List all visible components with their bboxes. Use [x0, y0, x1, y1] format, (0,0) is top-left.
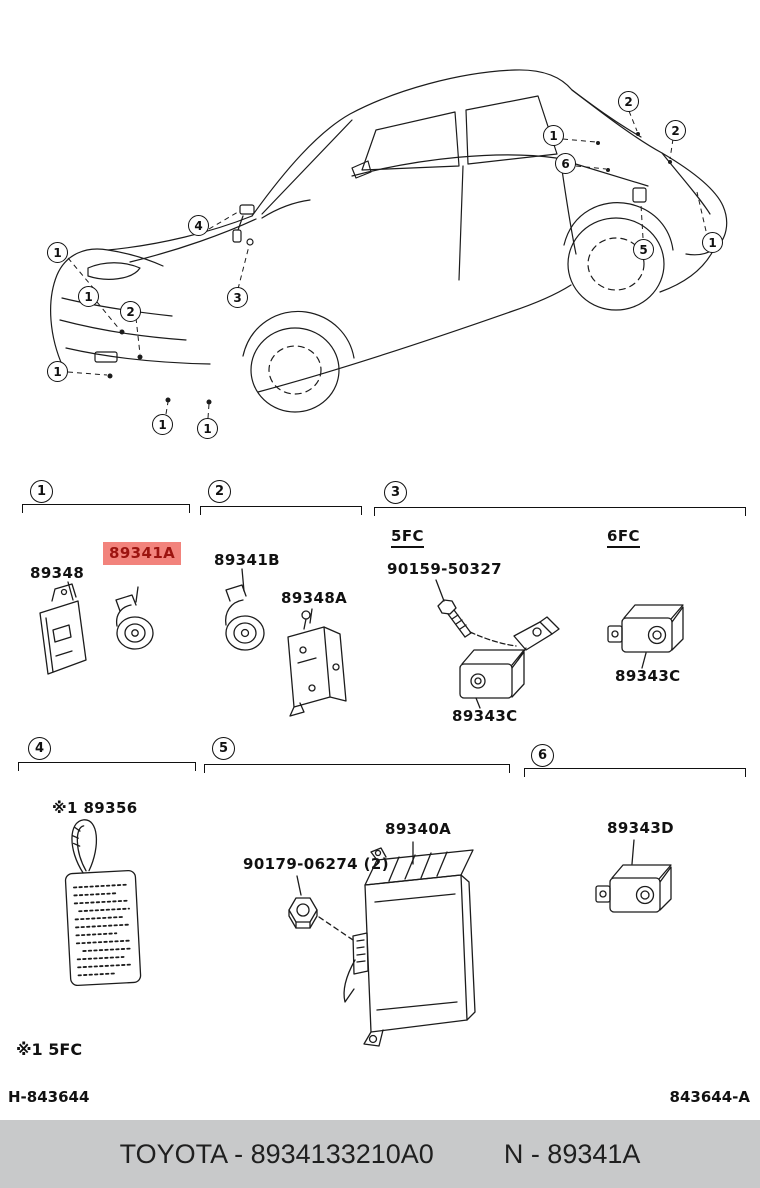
part-label-89340A[interactable]: 89340A	[385, 820, 452, 838]
car-callout-6: 6	[555, 153, 576, 174]
car-callout-1g: 1	[702, 232, 723, 253]
section-callout-2: 2	[208, 480, 231, 503]
car-callout-4: 4	[188, 215, 209, 236]
vehicle-illustration	[50, 69, 728, 419]
part-label-89341B[interactable]: 89341B	[214, 551, 281, 569]
part-label-89356[interactable]: ※1 89356	[52, 799, 138, 817]
car-callout-1b: 1	[78, 286, 99, 307]
part-label-89343C-6FC[interactable]: 89343C	[615, 667, 681, 685]
doc-code-right: 843644-A	[669, 1088, 750, 1106]
part-drawings-section-6	[595, 839, 672, 913]
part-label-90159-50327[interactable]: 90159-50327	[387, 560, 502, 578]
section-callout-3: 3	[384, 481, 407, 504]
part-label-89348[interactable]: 89348	[30, 564, 85, 582]
section-callout-5: 5	[212, 737, 235, 760]
footer-part-number-short: N - 89341A	[503, 1138, 641, 1169]
part-drawings-section-4	[64, 819, 142, 987]
car-callout-1: 1	[47, 242, 68, 263]
section-callout-6: 6	[531, 744, 554, 767]
car-callout-2c: 2	[665, 120, 686, 141]
car-callout-1c: 1	[47, 361, 68, 382]
part-drawings-section-1	[39, 581, 154, 675]
car-callout-1e: 1	[197, 418, 218, 439]
footer-part-number-full: TOYOTA - 8934133210A0	[119, 1138, 434, 1169]
car-callout-5: 5	[633, 239, 654, 260]
doc-code-left: H-843644	[8, 1088, 90, 1106]
part-label-89341A-highlighted[interactable]: 89341A	[103, 542, 182, 565]
part-label-89348A[interactable]: 89348A	[281, 589, 348, 607]
car-callout-3: 3	[227, 287, 248, 308]
part-drawings-section-3	[435, 579, 684, 709]
variant-label-6FC: 6FC	[607, 527, 640, 548]
section-bracket-3	[374, 507, 746, 516]
section-callout-4: 4	[28, 737, 51, 760]
car-callout-2: 2	[120, 301, 141, 322]
section-bracket-2	[200, 506, 362, 515]
car-callout-1f: 1	[543, 125, 564, 146]
part-label-89343D[interactable]: 89343D	[607, 819, 675, 837]
part-label-90179-06274[interactable]: 90179-06274 (2)	[243, 855, 389, 873]
footer-bar: TOYOTA - 8934133210A0 N - 89341A	[0, 1120, 760, 1188]
part-label-89343C-5FC[interactable]: 89343C	[452, 707, 518, 725]
section-bracket-6	[524, 768, 746, 777]
section-bracket-5	[204, 764, 510, 773]
car-callout-2b: 2	[618, 91, 639, 112]
part-drawings-section-2	[225, 568, 347, 717]
variant-label-5FC: 5FC	[391, 527, 424, 548]
part-drawings-section-5	[288, 841, 476, 1047]
car-callout-1d: 1	[152, 414, 173, 435]
section-bracket-4	[18, 762, 196, 771]
footnote-5FC: ※1 5FC	[16, 1040, 83, 1059]
section-bracket-1	[22, 504, 190, 513]
section-callout-1: 1	[30, 480, 53, 503]
